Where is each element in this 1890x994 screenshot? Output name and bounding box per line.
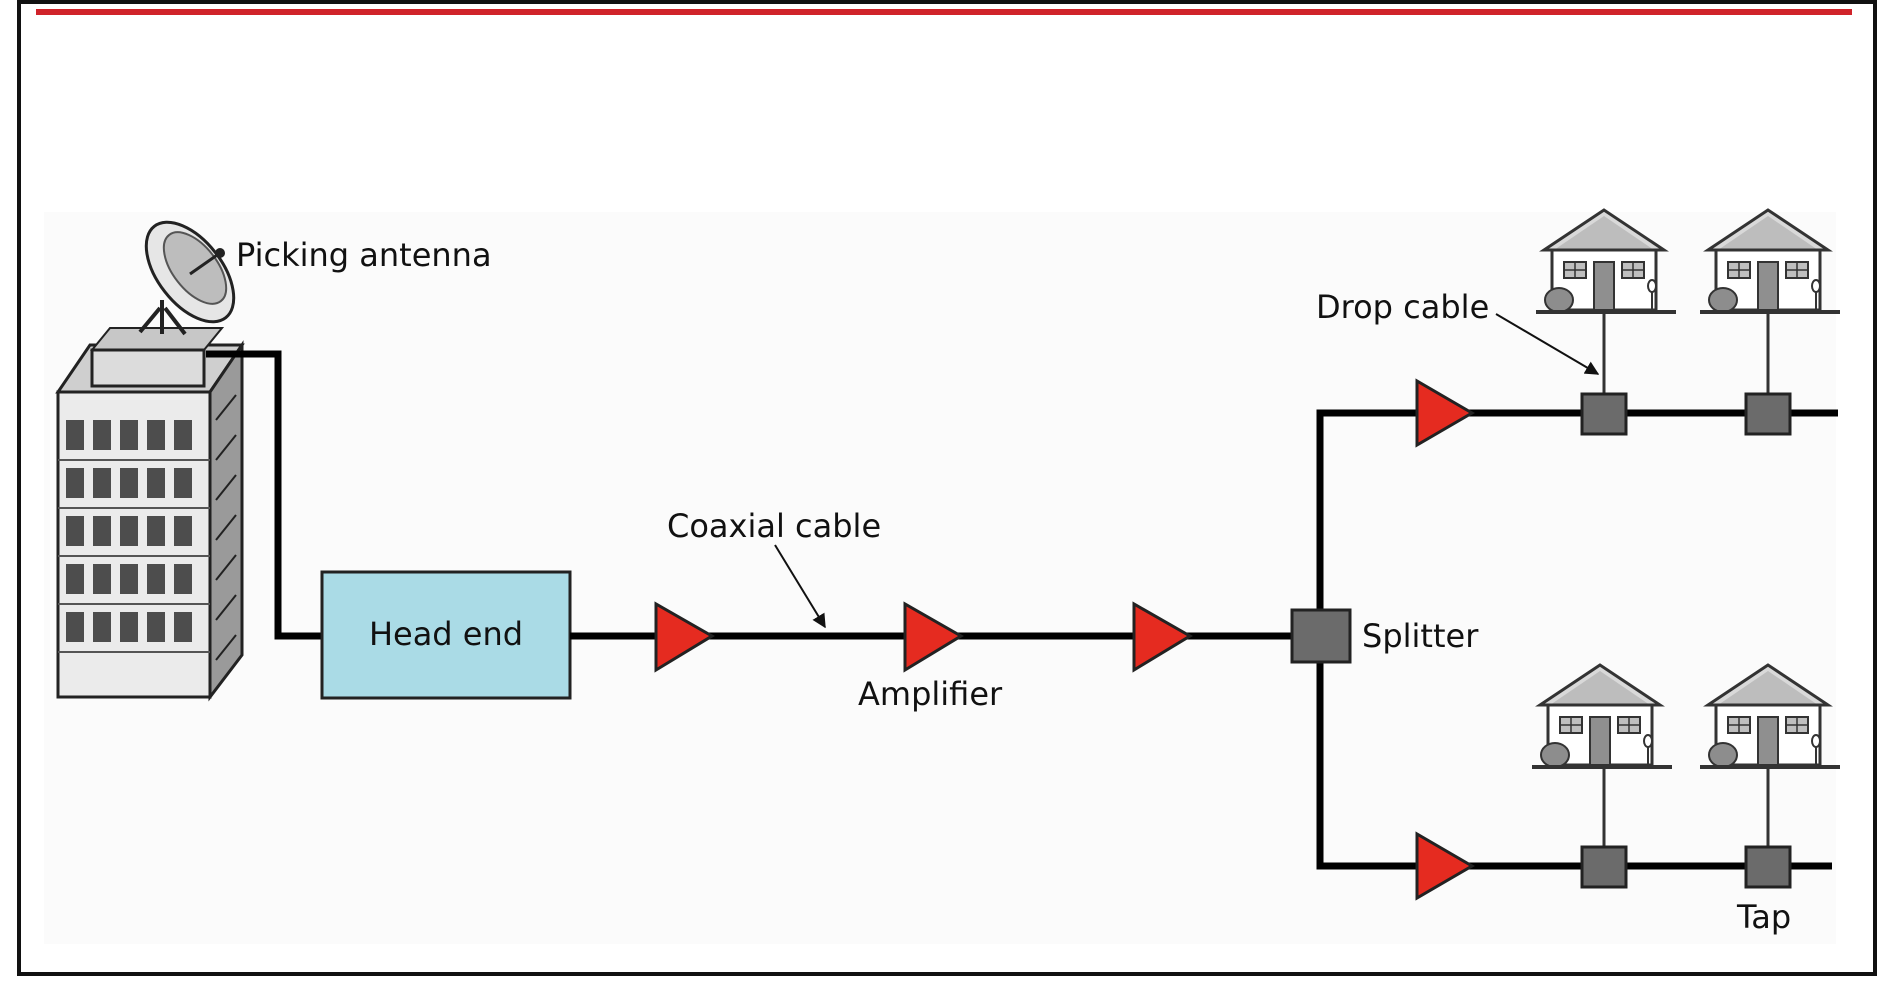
- amplifier-lower: [1415, 831, 1475, 901]
- antenna-label: Picking antenna: [236, 236, 492, 274]
- antenna-feed-cable: [206, 350, 322, 640]
- splitter-label: Splitter: [1362, 617, 1479, 655]
- amplifier-1: [654, 601, 715, 673]
- drop-cable-label: Drop cable: [1316, 288, 1489, 326]
- tap-label: Tap: [1736, 898, 1791, 936]
- lower-branch-cable: [1316, 660, 1832, 870]
- splitter-box: [1290, 608, 1352, 664]
- head-end-label: Head end: [369, 615, 523, 653]
- tap-3: [1580, 845, 1628, 889]
- amplifier-2: [903, 601, 964, 673]
- tap-2: [1744, 392, 1792, 436]
- office-building-icon: [55, 327, 245, 702]
- amplifier-upper: [1415, 378, 1475, 448]
- amplifier-3: [1132, 601, 1193, 673]
- upper-branch-cable: [1316, 409, 1838, 610]
- coaxial-cable-label: Coaxial cable: [667, 507, 881, 545]
- drop-cable-callout-arrow: [1495, 313, 1600, 375]
- tap-4: [1744, 845, 1792, 889]
- coaxial-callout-arrow: [774, 544, 826, 629]
- diagram-panel: [44, 212, 1836, 944]
- head-end-box: Head end: [320, 570, 572, 700]
- amplifier-label: Amplifier: [858, 675, 1003, 713]
- satellite-dish-icon: [138, 220, 236, 336]
- tap-1: [1580, 392, 1628, 436]
